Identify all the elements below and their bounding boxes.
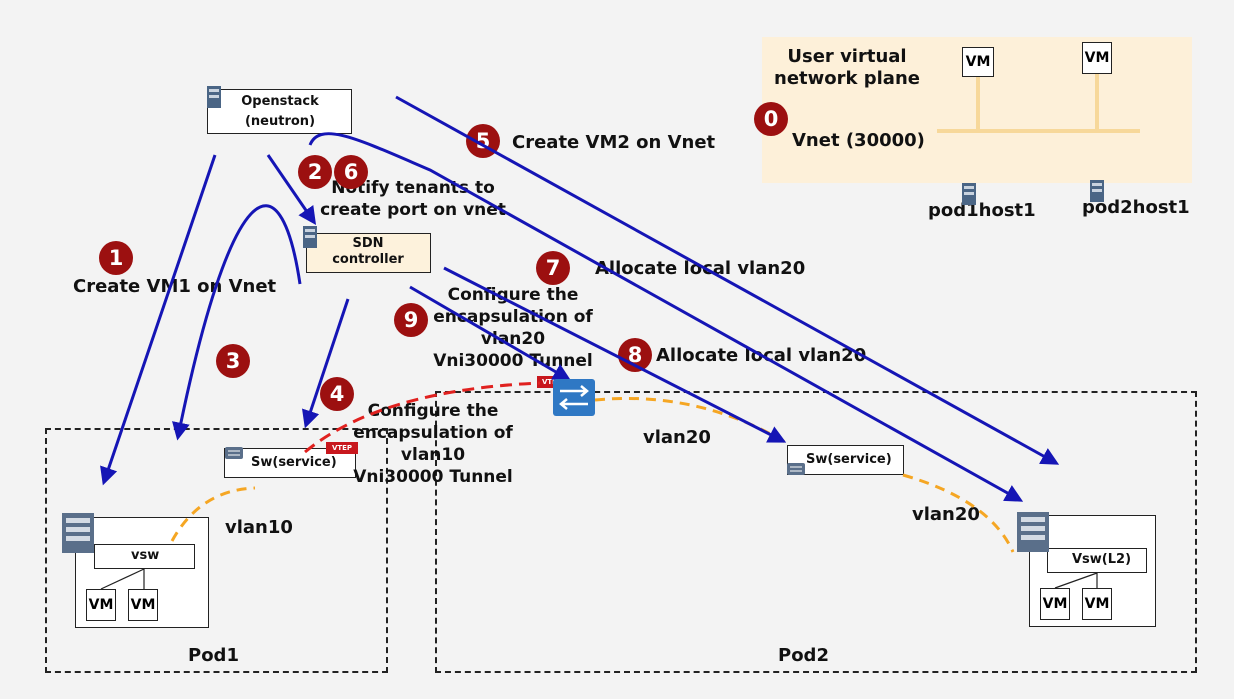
plane-vm-2: VM <box>1082 42 1112 74</box>
label-configure-step4-line1: Configure the <box>367 401 499 421</box>
label-create-vm1: Create VM1 on Vnet <box>73 276 277 297</box>
pod2-vm-2: VM <box>1082 588 1112 620</box>
step-8-badge: 8 <box>618 338 652 372</box>
openstack-label: Openstack (neutron) <box>230 92 330 132</box>
pod2-vsw-box <box>1047 548 1147 573</box>
step-1-badge: 1 <box>99 241 133 275</box>
pod1-label: Pod1 <box>188 645 239 666</box>
openstack-label-line1: Openstack <box>241 94 319 109</box>
step-4-badge: 4 <box>320 377 354 411</box>
step-7-badge: 7 <box>536 251 570 285</box>
label-configure-step9-line3: vlan20 <box>480 329 546 349</box>
sdn-controller-label-line1: SDN <box>352 236 384 251</box>
user-plane-title: User virtual network plane <box>772 46 922 90</box>
pod1-vm-1: VM <box>86 589 116 621</box>
pod1-vsw-label: vsw <box>131 548 160 563</box>
pod2-vm-1: VM <box>1040 588 1070 620</box>
label-configure-step4-line2: encapsulation of <box>353 423 513 443</box>
step-2-badge: 2 <box>298 155 332 189</box>
step-0-badge: 0 <box>754 102 788 136</box>
pod2-switch-label: Sw(service) <box>806 452 892 467</box>
label-vlan20-core: vlan20 <box>643 427 711 448</box>
pod2-label: Pod2 <box>778 645 829 666</box>
label-configure-step4: Configure the encapsulation of vlan10 Vn… <box>338 400 528 488</box>
step-5-badge: 5 <box>466 124 500 158</box>
pod1-switch-label: Sw(service) <box>251 455 337 470</box>
user-plane-title-line2: network plane <box>774 68 920 89</box>
pod1-vsw-box <box>94 544 195 569</box>
label-vlan20-pod2: vlan20 <box>912 504 980 525</box>
label-configure-step9-line2: encapsulation of <box>433 307 593 327</box>
pod2-vsw-label: Vsw(L2) <box>1072 552 1132 567</box>
label-create-vm2: Create VM2 on Vnet <box>512 132 716 153</box>
pod2host1-label: pod2host1 <box>1082 197 1190 218</box>
label-configure-step4-line3: vlan10 <box>400 445 466 465</box>
label-allocate-vlan20-step7: Allocate local vlan20 <box>595 258 806 279</box>
pod1host1-label: pod1host1 <box>928 200 1036 221</box>
pod1-vm-2: VM <box>128 589 158 621</box>
label-allocate-vlan20-step8: Allocate local vlan20 <box>656 345 867 366</box>
user-plane-title-line1: User virtual <box>787 46 907 67</box>
label-configure-step9: Configure the encapsulation of vlan20 Vn… <box>418 284 608 372</box>
label-configure-step9-line1: Configure the <box>447 285 579 305</box>
label-configure-step9-line4: Vni30000 Tunnel <box>433 351 593 371</box>
label-notify-tenants-line2: create port on vnet <box>320 200 506 220</box>
vnet-label: Vnet (30000) <box>792 130 925 151</box>
core-vtep-tag: VTEP <box>537 376 567 388</box>
step-9-badge: 9 <box>394 303 428 337</box>
step-6-badge: 6 <box>334 155 368 189</box>
step-3-badge: 3 <box>216 344 250 378</box>
sdn-controller-label-line2: controller <box>332 252 404 267</box>
sdn-controller-label: SDN controller <box>318 236 418 268</box>
arrow-step3 <box>172 204 302 441</box>
label-configure-step4-line4: Vni30000 Tunnel <box>353 467 513 487</box>
plane-vm-1: VM <box>962 47 994 77</box>
openstack-box <box>207 89 352 134</box>
openstack-label-line2: (neutron) <box>244 114 316 129</box>
label-vlan10: vlan10 <box>225 517 293 538</box>
